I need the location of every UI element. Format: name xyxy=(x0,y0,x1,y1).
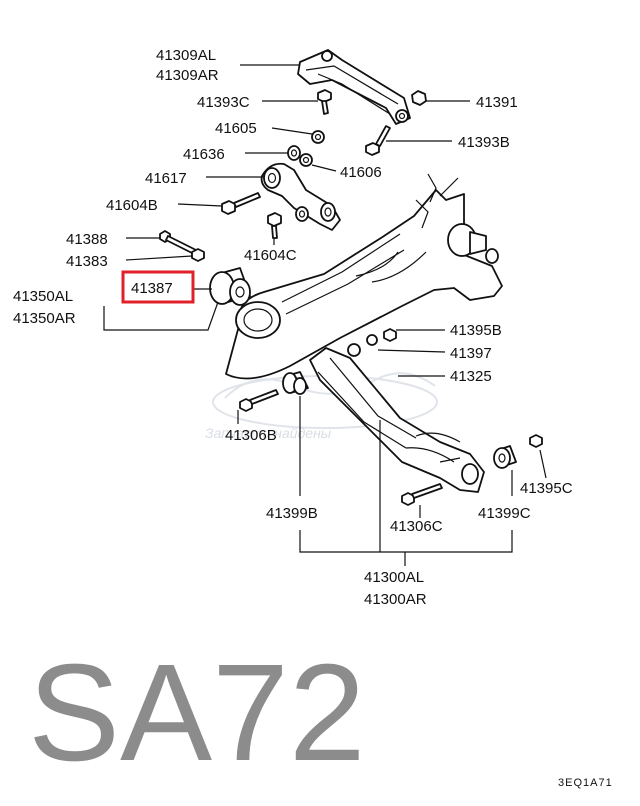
label-41395c: 41395C xyxy=(520,480,573,497)
label-41300ar: 41300AR xyxy=(364,591,427,608)
bolt-41393c xyxy=(317,89,332,115)
bolt-41306b xyxy=(239,389,279,412)
label-41399c: 41399C xyxy=(478,505,531,522)
label-41393b: 41393B xyxy=(458,134,510,151)
bolt-41306c xyxy=(401,483,443,506)
washer-41606 xyxy=(299,153,313,167)
label-41383: 41383 xyxy=(66,253,108,270)
label-41605: 41605 xyxy=(215,120,257,137)
nut-41395c xyxy=(529,434,543,448)
trailing-arm-41350 xyxy=(225,173,503,380)
leader-lines xyxy=(103,64,547,566)
label-41617: 41617 xyxy=(145,170,187,187)
label-41636: 41636 xyxy=(183,146,225,163)
label-41350ar: 41350AR xyxy=(13,310,76,327)
label-41388: 41388 xyxy=(66,231,108,248)
part-labels: 41309AL 41309AR 41393C 41391 41605 41393… xyxy=(13,47,573,608)
label-41350al: 41350AL xyxy=(13,288,73,305)
bolt-41604b xyxy=(221,192,261,215)
label-41399b: 41399B xyxy=(266,505,318,522)
diagram-code: 3EQ1A71 xyxy=(558,777,613,789)
label-41387: 41387 xyxy=(131,280,173,297)
bushing-41399c xyxy=(493,445,517,469)
nut-41395b xyxy=(383,328,397,342)
bolt-41604c xyxy=(267,212,282,239)
nut-41383 xyxy=(191,248,205,262)
model-code: SA72 xyxy=(28,636,366,790)
label-41325: 41325 xyxy=(450,368,492,385)
label-41395b: 41395B xyxy=(450,322,502,339)
bolt-41388 xyxy=(159,230,197,255)
label-41604c: 41604C xyxy=(244,247,297,264)
label-41309al: 41309AL xyxy=(156,47,216,64)
bushing-41387 xyxy=(209,267,251,306)
label-41393c: 41393C xyxy=(197,94,250,111)
bushing-41399b xyxy=(282,371,309,395)
lower-arm-41325 xyxy=(309,347,485,493)
washer-41397 xyxy=(347,334,378,357)
label-41391: 41391 xyxy=(476,94,518,111)
label-41397: 41397 xyxy=(450,345,492,362)
nut-41391 xyxy=(411,90,427,106)
label-41306c: 41306C xyxy=(390,518,443,535)
toe-link-41617 xyxy=(260,162,341,231)
label-41306b: 41306B xyxy=(225,427,277,444)
label-41604b: 41604B xyxy=(106,197,158,214)
washer-41636 xyxy=(287,145,301,161)
label-41606: 41606 xyxy=(340,164,382,181)
bolt-41393b xyxy=(365,125,391,156)
bushing-small xyxy=(295,206,309,222)
label-41309ar: 41309AR xyxy=(156,67,219,84)
label-41300al: 41300AL xyxy=(364,569,424,586)
washer-41605 xyxy=(311,130,325,144)
highlight-frame-41387 xyxy=(121,270,195,304)
upper-link-41309 xyxy=(297,49,411,125)
